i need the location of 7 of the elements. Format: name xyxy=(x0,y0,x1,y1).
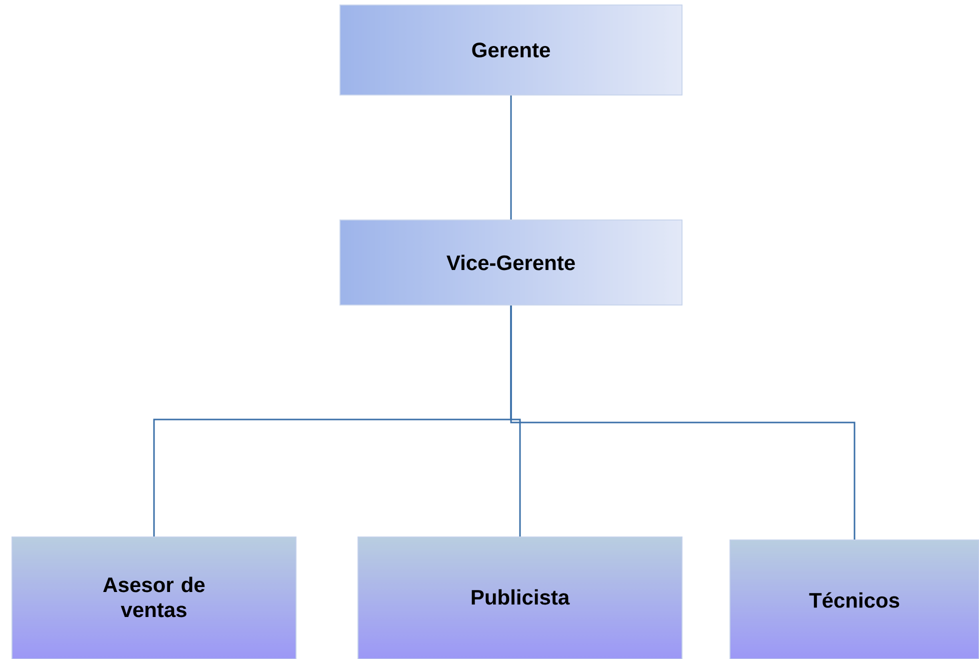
org-box: Técnicos xyxy=(730,540,979,659)
org-box: Vice-Gerente xyxy=(340,220,682,306)
connector-line xyxy=(510,96,512,220)
connector-line xyxy=(510,306,856,540)
org-box: Publicista xyxy=(358,536,682,659)
org-box: Asesor de ventas xyxy=(12,536,296,659)
org-box: Gerente xyxy=(340,4,682,96)
